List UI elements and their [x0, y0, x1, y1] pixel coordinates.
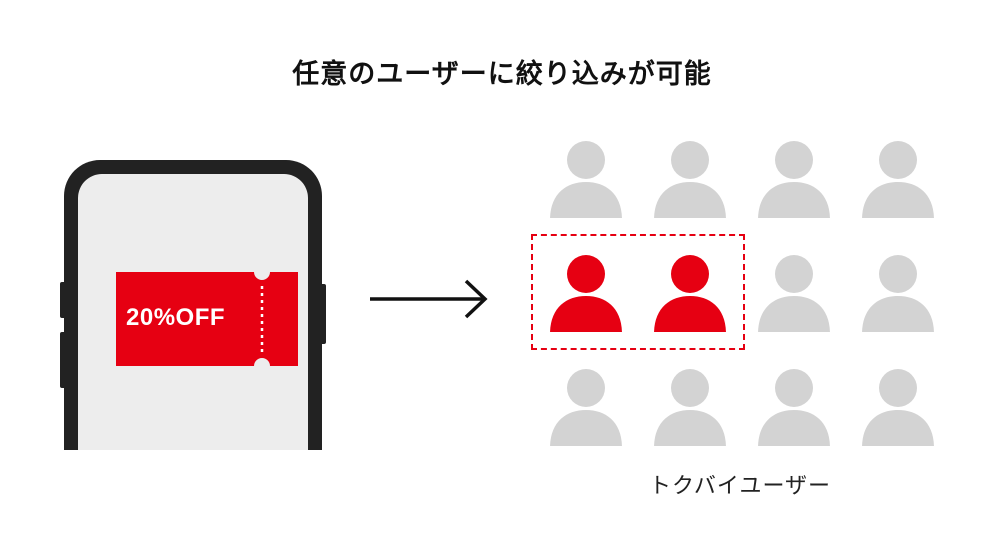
user-icon — [754, 252, 834, 332]
phone-side-button — [60, 282, 66, 318]
phone-screen: 20%OFF — [78, 174, 308, 450]
user-icon — [546, 138, 626, 218]
user-icon — [754, 138, 834, 218]
coupon-ticket: 20%OFF — [116, 272, 298, 366]
user-icon — [754, 366, 834, 446]
user-icon — [546, 366, 626, 446]
user-group-caption: トクバイユーザー — [648, 474, 832, 499]
user-icon — [650, 366, 730, 446]
user-icon — [650, 252, 730, 332]
arrow-right-icon — [370, 279, 488, 319]
phone-side-button — [60, 332, 66, 388]
user-icon — [546, 252, 626, 332]
user-icon — [858, 366, 938, 446]
user-grid — [540, 138, 960, 448]
coupon-label: 20%OFF — [126, 304, 226, 331]
smartphone: 20%OFF — [60, 160, 326, 450]
coupon-ticket-shape — [116, 272, 298, 366]
phone-side-button — [320, 284, 326, 344]
user-icon — [650, 138, 730, 218]
user-icon — [858, 252, 938, 332]
page-title: 任意のユーザーに絞り込みが可能 — [292, 59, 712, 90]
user-icon — [858, 138, 938, 218]
selection-box — [531, 234, 745, 350]
